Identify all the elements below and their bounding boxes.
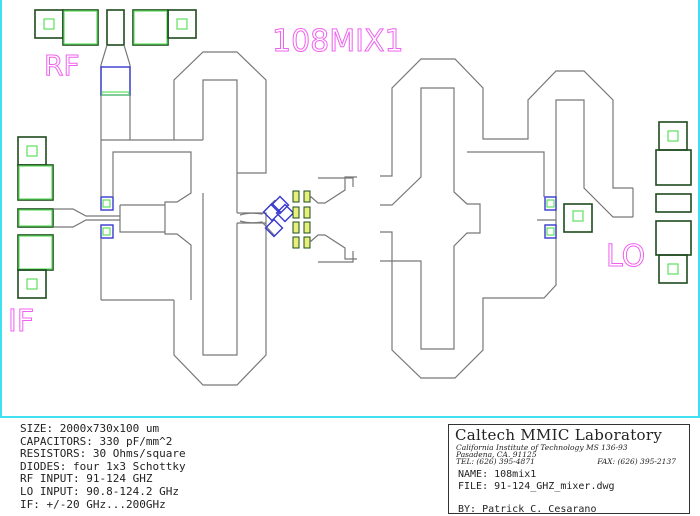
spec-size: SIZE: 2000x730x100 um [20, 422, 160, 435]
if-line [53, 208, 120, 217]
rf-balun [100, 51, 267, 386]
title-block: Caltech MMIC Laboratory California Insti… [448, 424, 690, 515]
rf-label: RF [44, 49, 80, 82]
lo-label: LO [606, 239, 645, 274]
rf-pads [34, 9, 197, 46]
spec-diodes: DIODES: four 1x3 Schottky [20, 459, 186, 473]
address-line-2: Pasadena, CA. 91125 [456, 450, 537, 459]
spec-lo-input: LO INPUT: 90.8-124.2 GHz [20, 484, 179, 498]
spec-notes: SIZE: 2000x730x100 um CAPACITORS: 330 pF… [20, 422, 186, 511]
spec-if: IF: +/-20 GHz...200GHz [20, 497, 166, 511]
chip-title: 108MIX1 [272, 24, 404, 59]
spec-capacitors: CAPACITORS: 330 pF/mm^2 [20, 434, 173, 448]
address-line-1: California Institute of Technology MS 13… [456, 443, 628, 452]
telephone: TEL: (626) 395-4871 [456, 457, 535, 466]
lab-name: Caltech MMIC Laboratory [455, 426, 663, 444]
drawing-author: BY: Patrick C. Cesarano [458, 504, 597, 515]
drawing-name: NAME: 108mix1 [458, 469, 537, 480]
fax: FAX: (626) 395-2137 [597, 457, 676, 466]
if-pads [17, 136, 54, 299]
spec-resistors: RESISTORS: 30 Ohms/square [20, 447, 186, 461]
if-label: IF [8, 304, 34, 339]
drawing-file: FILE: 91-124_GHZ_mixer.dwg [458, 481, 615, 492]
rf-feed-right [123, 44, 131, 140]
spec-rf-input: RF INPUT: 91-124 GHZ [20, 472, 153, 486]
diode-quad [239, 176, 357, 263]
rf-feed-left [100, 44, 108, 140]
rf-capacitor [100, 66, 131, 96]
lo-balun [380, 58, 634, 379]
lo-pads [655, 121, 692, 284]
